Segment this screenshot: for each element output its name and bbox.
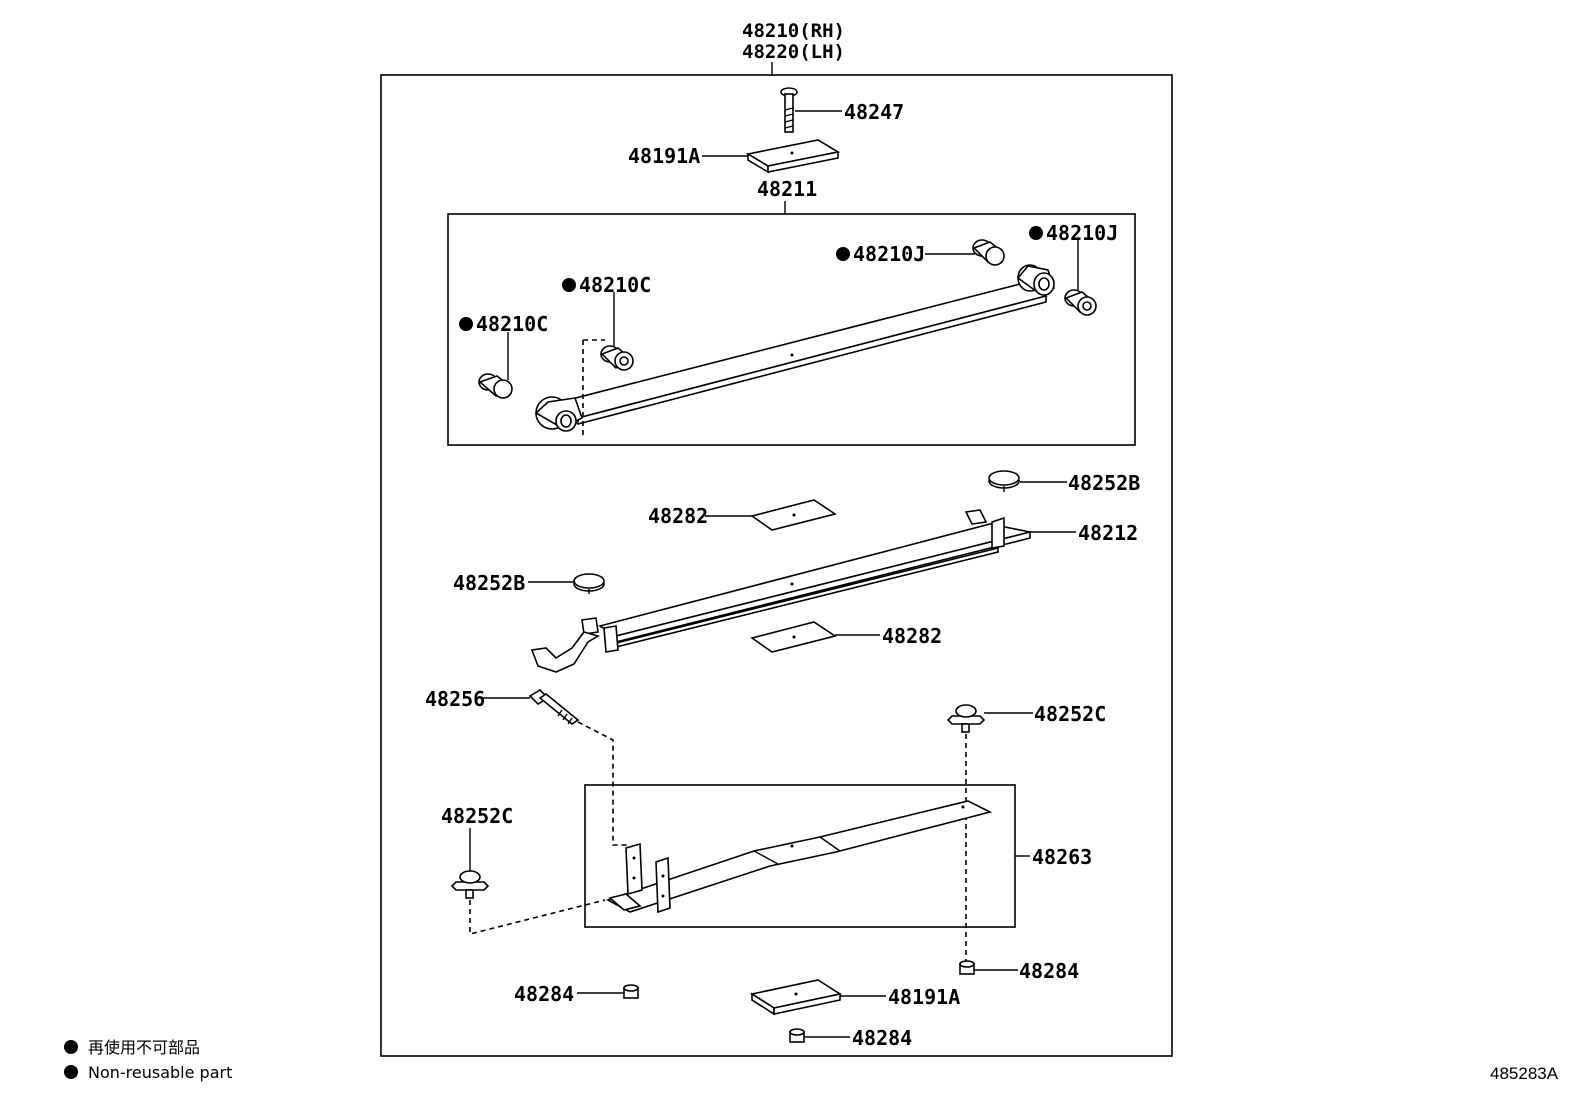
bumper-48252C-right[interactable] — [946, 704, 986, 733]
legend-dot-icon — [64, 1040, 78, 1054]
leaf-spring-48211[interactable] — [534, 264, 1055, 432]
label-48211[interactable]: 48211 — [757, 177, 817, 201]
bolt-48247[interactable] — [780, 87, 798, 133]
non-reusable-dot — [836, 247, 850, 261]
label-48210C-outer[interactable]: 48210C — [476, 312, 548, 336]
label-48263[interactable]: 48263 — [1032, 845, 1092, 869]
label-48284-left[interactable]: 48284 — [514, 982, 574, 1006]
assembly-frame — [380, 74, 1173, 1057]
label-48210J-inner[interactable]: 48210J — [853, 242, 925, 266]
assembly-rh-label[interactable]: 48210(RH) — [742, 20, 845, 42]
bumper-48252B-left[interactable] — [573, 573, 605, 594]
nut-48284-right[interactable] — [959, 960, 975, 975]
plate-48191A-bottom[interactable] — [749, 979, 843, 1016]
label-48284-bottom[interactable]: 48284 — [852, 1026, 912, 1050]
label-48210C-inner[interactable]: 48210C — [579, 273, 651, 297]
bushing-48210J-inner[interactable] — [972, 239, 1005, 266]
bushing-48210C-outer[interactable] — [478, 373, 513, 399]
bolt-48256[interactable] — [528, 688, 580, 725]
label-48282-lower[interactable]: 48282 — [882, 624, 942, 648]
legend-japanese: 再使用不可部品 — [88, 1038, 200, 1057]
bumper-48252C-left[interactable] — [450, 870, 490, 899]
bushing-48210J-outer[interactable] — [1064, 289, 1097, 316]
bushing-48210C-inner[interactable] — [600, 345, 634, 371]
label-48284-right[interactable]: 48284 — [1019, 959, 1079, 983]
label-48256[interactable]: 48256 — [425, 687, 485, 711]
label-48252B-left[interactable]: 48252B — [453, 571, 525, 595]
plate-48191A-top[interactable] — [745, 139, 841, 174]
label-48191A-top[interactable]: 48191A — [628, 144, 700, 168]
label-48210J-outer[interactable]: 48210J — [1046, 221, 1118, 245]
leaf-spring-48263[interactable] — [606, 800, 993, 914]
label-48252B-right[interactable]: 48252B — [1068, 471, 1140, 495]
figure-code: 485283A — [1490, 1064, 1559, 1083]
nut-48284-bottom[interactable] — [789, 1028, 805, 1043]
leaf-48211-box — [447, 213, 1136, 446]
assembly-lh-label[interactable]: 48220(LH) — [742, 41, 845, 63]
bumper-48252B-right[interactable] — [988, 470, 1020, 492]
non-reusable-dot — [1029, 226, 1043, 240]
nut-48284-left[interactable] — [623, 984, 639, 999]
legend-dot-icon — [64, 1065, 78, 1079]
label-48247[interactable]: 48247 — [844, 100, 904, 124]
pad-48282-upper[interactable] — [750, 499, 837, 531]
label-48282-upper[interactable]: 48282 — [648, 504, 708, 528]
non-reusable-dot — [459, 317, 473, 331]
pad-48282-lower[interactable] — [750, 621, 837, 653]
legend-english: Non-reusable part — [88, 1063, 232, 1082]
label-48212[interactable]: 48212 — [1078, 521, 1138, 545]
label-48252C-right[interactable]: 48252C — [1034, 702, 1106, 726]
label-48252C-left[interactable]: 48252C — [441, 804, 513, 828]
label-48191A-bottom[interactable]: 48191A — [888, 985, 960, 1009]
non-reusable-dot — [562, 278, 576, 292]
